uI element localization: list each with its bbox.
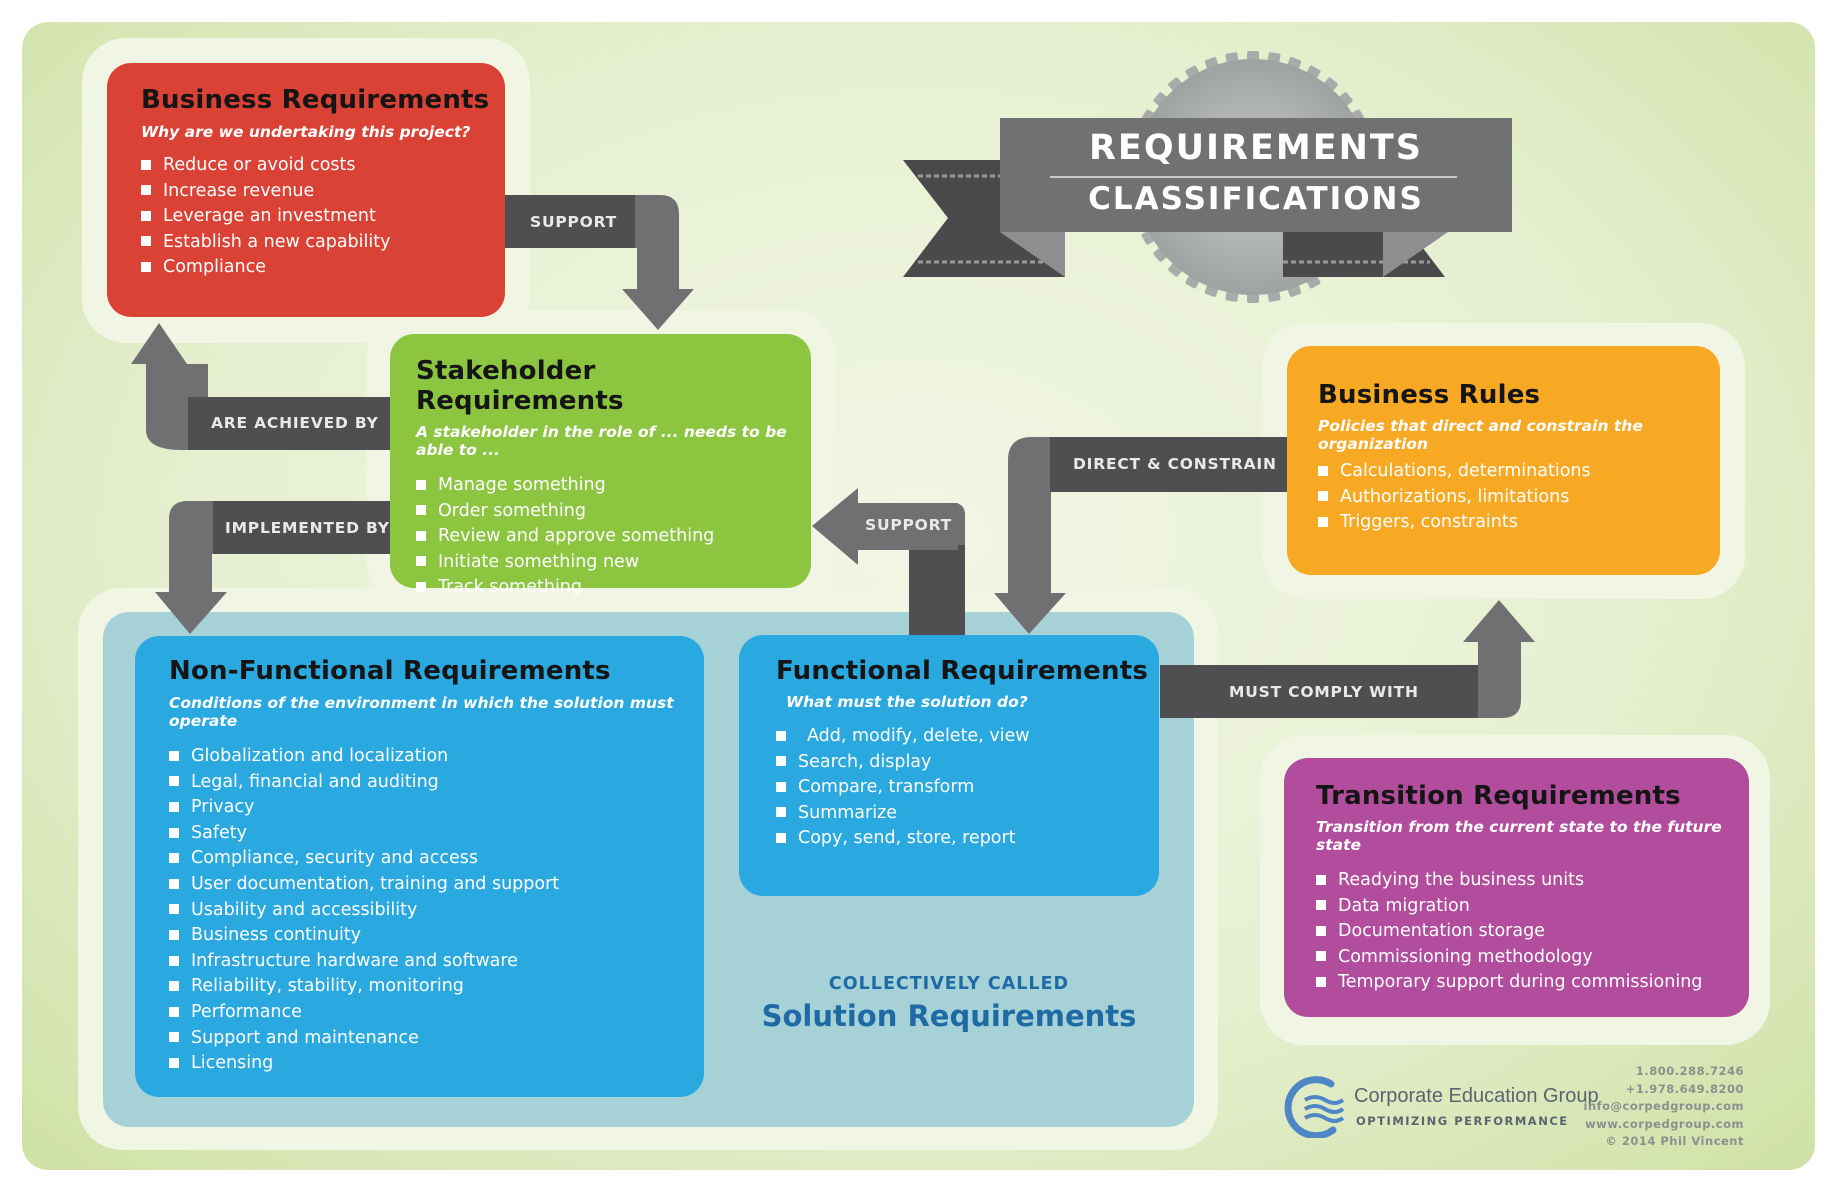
list-item: Reliability, stability, monitoring: [169, 974, 704, 1000]
business-requirements-box: Business Requirements Why are we underta…: [107, 63, 505, 317]
non-functional-requirements-subtitle: Conditions of the environment in which t…: [169, 694, 674, 730]
list-item: Infrastructure hardware and software: [169, 949, 704, 975]
business-rules-list: Calculations, determinations Authorizati…: [1318, 459, 1720, 536]
non-functional-requirements-box: Non-Functional Requirements Conditions o…: [135, 636, 704, 1097]
business-rules-box: Business Rules Policies that direct and …: [1287, 346, 1720, 575]
list-item: Commissioning methodology: [1316, 945, 1749, 971]
list-item: Privacy: [169, 795, 704, 821]
business-requirements-subtitle: Why are we undertaking this project?: [141, 123, 471, 141]
list-item: Compliance: [141, 255, 505, 281]
company-name: Corporate Education Group: [1354, 1085, 1599, 1107]
list-item: Safety: [169, 821, 704, 847]
label-direct-constrain: DIRECT & CONSTRAIN: [1073, 455, 1277, 473]
email-link[interactable]: info@corpedgroup.com: [1583, 1099, 1744, 1113]
copyright: © 2014 Phil Vincent: [1605, 1134, 1744, 1148]
business-requirements-list: Reduce or avoid costs Increase revenue L…: [141, 153, 505, 281]
list-item: Order something: [416, 499, 811, 525]
list-item: Initiate something new: [416, 550, 811, 576]
functional-requirements-subtitle: What must the solution do?: [786, 693, 1028, 711]
label-are-achieved-by: ARE ACHIEVED BY: [211, 414, 379, 432]
list-item: Add, modify, delete, view: [776, 724, 1159, 750]
list-item: User documentation, training and support: [169, 872, 704, 898]
solution-caption: COLLECTIVELY CALLED: [828, 974, 1070, 994]
list-item: Compliance, security and access: [169, 846, 704, 872]
list-item: Licensing: [169, 1051, 704, 1077]
list-item: Track something: [416, 575, 811, 601]
list-item: Increase revenue: [141, 179, 505, 205]
label-implemented-by: IMPLEMENTED BY: [225, 519, 390, 537]
business-requirements-title: Business Requirements: [141, 85, 490, 115]
contact-info: 1.800.288.7246 +1.978.649.8200 info@corp…: [1584, 1063, 1744, 1151]
list-item: Calculations, determinations: [1318, 459, 1720, 485]
functional-requirements-box: Functional Requirements What must the so…: [739, 635, 1159, 896]
list-item: Business continuity: [169, 923, 704, 949]
functional-requirements-title: Functional Requirements: [776, 656, 1149, 686]
business-rules-title: Business Rules: [1318, 380, 1541, 410]
list-item: Search, display: [776, 750, 1159, 776]
company-tagline: OPTIMIZING PERFORMANCE: [1356, 1114, 1569, 1128]
list-item: Reduce or avoid costs: [141, 153, 505, 179]
list-item: Establish a new capability: [141, 230, 505, 256]
transition-requirements-box: Transition Requirements Transition from …: [1284, 758, 1749, 1017]
list-item: Manage something: [416, 473, 811, 499]
title-line-2: CLASSIFICATIONS: [1088, 181, 1424, 217]
list-item: Copy, send, store, report: [776, 826, 1159, 852]
business-rules-subtitle: Policies that direct and constrain the o…: [1318, 417, 1643, 453]
transition-requirements-title: Transition Requirements: [1316, 781, 1681, 811]
list-item: Review and approve something: [416, 524, 811, 550]
list-item: Data migration: [1316, 894, 1749, 920]
list-item: Temporary support during commissioning: [1316, 970, 1749, 996]
list-item: Leverage an investment: [141, 204, 505, 230]
list-item: Legal, financial and auditing: [169, 770, 704, 796]
list-item: Readying the business units: [1316, 868, 1749, 894]
wave-logo-icon: [1284, 1076, 1345, 1138]
stakeholder-requirements-title: Stakeholder Requirements: [416, 356, 624, 416]
transition-requirements-list: Readying the business units Data migrati…: [1316, 868, 1749, 996]
list-item: Globalization and localization: [169, 744, 704, 770]
list-item: Triggers, constraints: [1318, 510, 1720, 536]
functional-requirements-list: Add, modify, delete, view Search, displa…: [776, 724, 1159, 852]
list-item: Usability and accessibility: [169, 898, 704, 924]
list-item: Documentation storage: [1316, 919, 1749, 945]
list-item: Performance: [169, 1000, 704, 1026]
phone-1: 1.800.288.7246: [1635, 1064, 1744, 1078]
transition-requirements-subtitle: Transition from the current state to the…: [1316, 818, 1722, 854]
website-link[interactable]: www.corpedgroup.com: [1585, 1116, 1744, 1131]
label-support-top: SUPPORT: [530, 213, 618, 231]
phone-2: +1.978.649.8200: [1625, 1081, 1744, 1096]
list-item: Authorizations, limitations: [1318, 485, 1720, 511]
label-must-comply-with: MUST COMPLY WITH: [1229, 683, 1419, 701]
solution-title: Solution Requirements: [761, 999, 1137, 1033]
non-functional-requirements-title: Non-Functional Requirements: [169, 656, 611, 686]
list-item: Support and maintenance: [169, 1026, 704, 1052]
label-support-mid: SUPPORT: [865, 516, 953, 534]
title-line-1: REQUIREMENTS: [1088, 128, 1424, 168]
stakeholder-requirements-box: Stakeholder Requirements A stakeholder i…: [390, 334, 811, 597]
non-functional-requirements-list: Globalization and localization Legal, fi…: [169, 744, 704, 1077]
stakeholder-requirements-subtitle: A stakeholder in the role of ... needs t…: [416, 423, 787, 459]
stakeholder-requirements-list: Manage something Order something Review …: [416, 473, 811, 601]
list-item: Compare, transform: [776, 775, 1159, 801]
list-item: Summarize: [776, 801, 1159, 827]
